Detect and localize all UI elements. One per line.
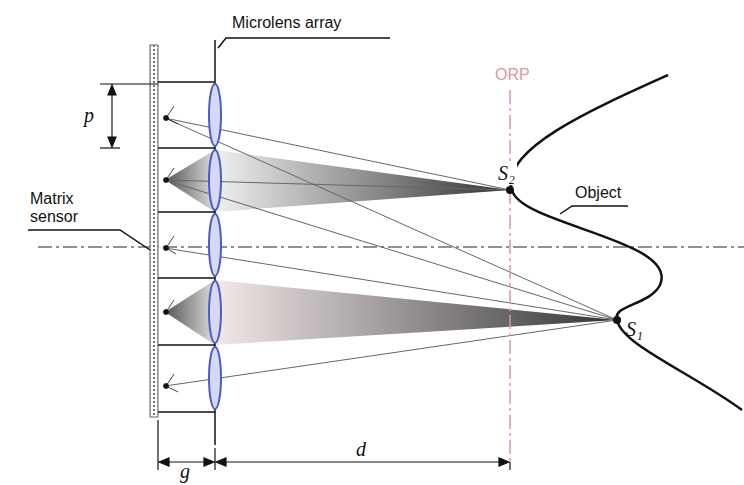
callout-label: Object <box>575 184 621 202</box>
callout-label: Matrix sensor <box>30 190 120 227</box>
dimension-label: g <box>180 460 190 483</box>
point-label: S₂ <box>496 162 517 185</box>
callout-label: Microlens array <box>232 14 382 32</box>
point-label: S₁ <box>626 318 643 341</box>
dimension-label: d <box>356 438 366 461</box>
dimension-label: p <box>84 104 94 127</box>
plane-label: ORP <box>495 66 530 84</box>
